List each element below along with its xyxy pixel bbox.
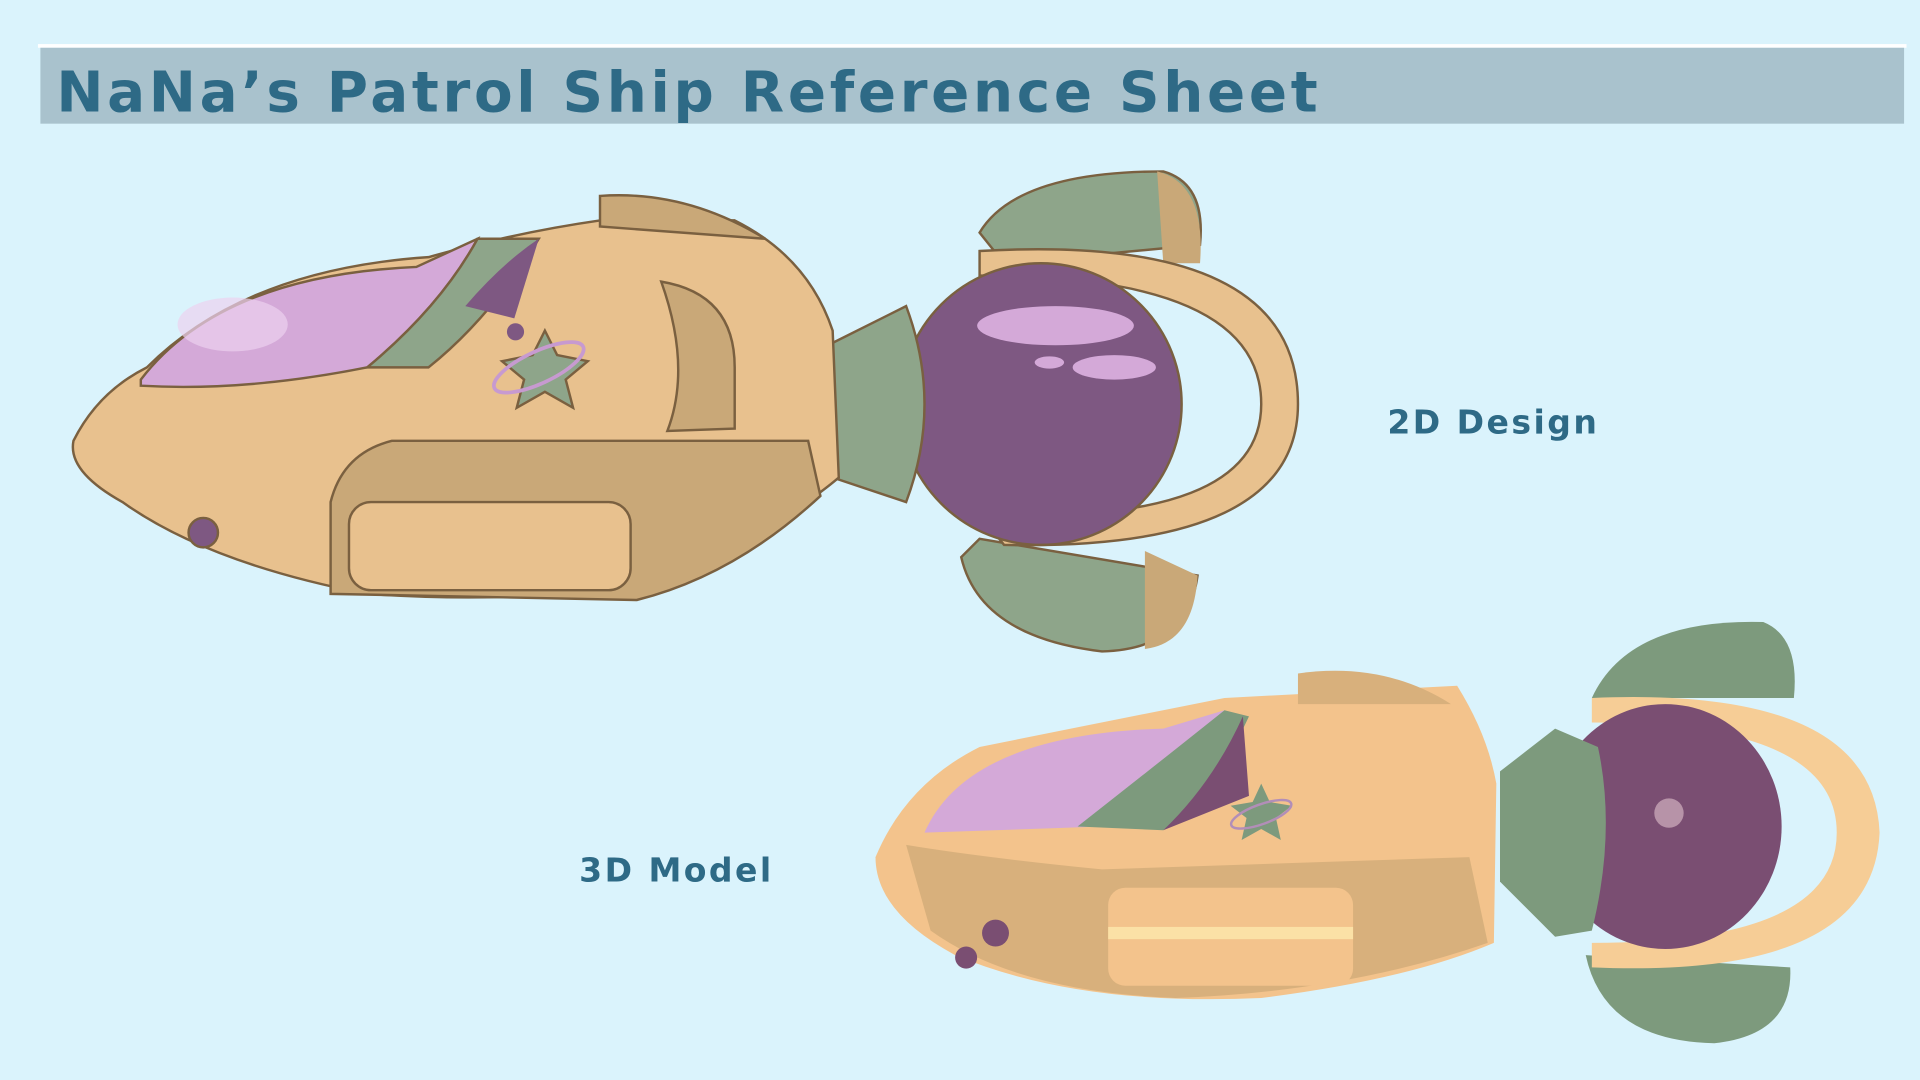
title-bar: NaNa’s Patrol Ship Reference Sheet <box>37 44 1907 125</box>
ship-3d-model-render <box>875 621 1880 1044</box>
page-title: NaNa’s Patrol Ship Reference Sheet <box>56 60 1321 125</box>
label-2d-design: 2D Design <box>1387 402 1599 441</box>
ship-2d-design-illustration <box>71 170 1300 653</box>
label-3d-model: 3D Model <box>579 851 774 890</box>
